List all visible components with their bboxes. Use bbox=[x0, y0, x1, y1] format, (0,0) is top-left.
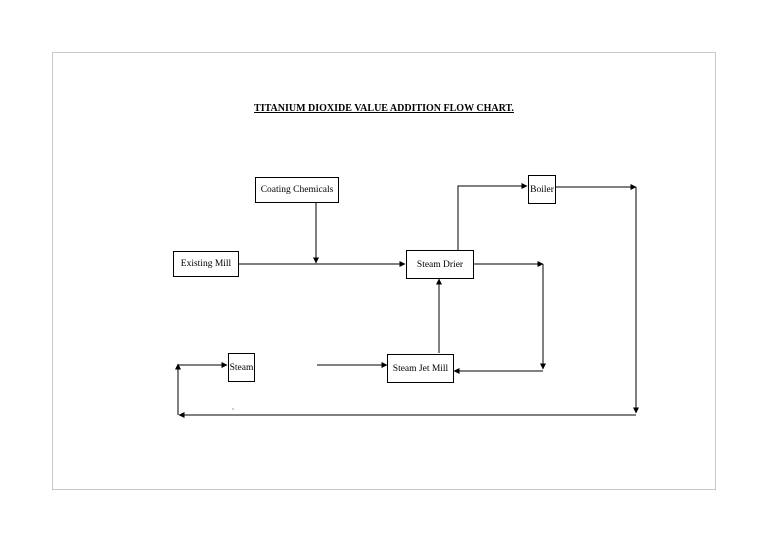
node-steam-drier: Steam Drier bbox=[406, 250, 474, 279]
node-label: Steam bbox=[229, 362, 254, 373]
title-text: TITANIUM DIOXIDE VALUE ADDITION FLOW CHA… bbox=[254, 103, 514, 114]
page-title: TITANIUM DIOXIDE VALUE ADDITION FLOW CHA… bbox=[0, 103, 768, 114]
node-label: Coating Chemicals bbox=[260, 185, 334, 195]
node-coating-chemicals: Coating Chemicals bbox=[255, 177, 339, 203]
node-steam-jet-mill: Steam Jet Mill bbox=[387, 354, 454, 383]
stray-dot bbox=[232, 408, 234, 410]
node-existing-mill: Existing Mill bbox=[173, 251, 239, 277]
node-label: Boiler bbox=[530, 184, 554, 195]
document-page bbox=[52, 52, 716, 490]
node-label: Steam Jet Mill bbox=[392, 363, 449, 374]
node-label: Existing Mill bbox=[180, 259, 232, 269]
node-label: Steam Drier bbox=[416, 259, 464, 270]
node-steam: Steam bbox=[228, 353, 255, 382]
arrow-drier-to-boiler bbox=[457, 183, 528, 250]
node-boiler: Boiler bbox=[528, 175, 556, 204]
